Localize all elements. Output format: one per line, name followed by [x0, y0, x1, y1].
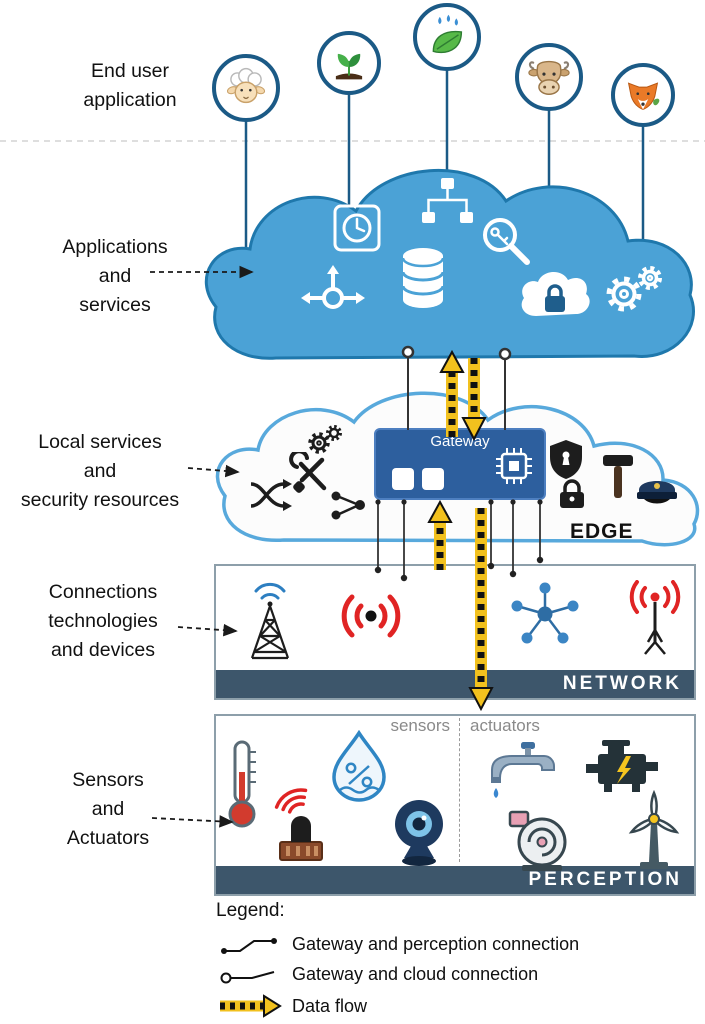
cloud-connection-icon	[220, 971, 275, 984]
end-user-app-seedling	[317, 31, 381, 95]
edge-band-label: EDGE	[570, 520, 634, 543]
end-user-app-sheep	[212, 54, 280, 122]
gateway-box: Gateway	[374, 428, 546, 500]
label-line: technologies	[48, 610, 158, 632]
network-layer-box: NETWORK	[214, 564, 696, 700]
label-line: End user	[90, 60, 170, 82]
thermometer-icon	[228, 740, 256, 828]
end-user-app-fox	[611, 63, 675, 127]
label-line: application	[83, 89, 177, 111]
label-line: services	[79, 294, 151, 316]
seedling-icon	[335, 53, 363, 80]
irrigation-icon	[432, 14, 463, 54]
label-connections: Connections technologies and devices	[18, 578, 188, 665]
share-icon	[331, 491, 365, 520]
hammer-icon	[603, 455, 633, 498]
cloud-lock-icon	[521, 271, 590, 316]
legend-item-label: Gateway and cloud connection	[292, 964, 539, 984]
gears-icon	[606, 266, 662, 312]
label-line: Sensors	[72, 769, 144, 791]
gateway-chip-icon	[496, 448, 532, 484]
label-line: and	[83, 460, 117, 482]
label-line: and	[91, 798, 125, 820]
shuffle-icon	[250, 479, 292, 511]
data-flow-arrow-icon	[220, 994, 282, 1018]
label-line: Connections	[48, 581, 158, 603]
wind-turbine-icon	[628, 790, 680, 869]
tools-icon	[289, 452, 327, 493]
label-end-user: End user application	[55, 57, 205, 115]
network-nodes-icon	[511, 582, 579, 644]
antenna-tower-icon	[250, 582, 290, 660]
label-line: security resources	[20, 489, 180, 511]
gateway-port	[392, 468, 414, 490]
label-applications: Applications and services	[40, 233, 190, 320]
sheep-icon	[226, 67, 266, 104]
label-local-services: Local services and security resources	[5, 428, 195, 515]
actuators-caption: actuators	[470, 716, 540, 735]
label-line: and devices	[50, 639, 156, 661]
police-cap-icon	[637, 481, 677, 504]
gears-icon	[308, 425, 342, 454]
database-icon	[401, 248, 445, 308]
key-search-icon	[483, 218, 530, 265]
label-line: Local services	[38, 431, 162, 453]
gateway-port	[422, 468, 444, 490]
perception-connection-icon	[221, 938, 277, 954]
faucet-icon	[491, 742, 555, 798]
legend-title: Legend:	[216, 900, 285, 921]
label-sensors-actuators: Sensors and Actuators	[48, 766, 168, 853]
perception-band-label: PERCEPTION	[216, 866, 694, 894]
cow-icon	[528, 60, 570, 95]
humidity-icon	[332, 730, 386, 802]
lock-icon	[560, 479, 584, 508]
ir-sensor-icon	[274, 788, 323, 861]
sensors-actuators-divider	[459, 718, 460, 862]
end-user-app-cow	[515, 43, 583, 111]
label-line: Applications	[62, 236, 168, 258]
legend-item-label: Data flow	[292, 996, 368, 1016]
legend-item-label: Gateway and perception connection	[292, 934, 580, 954]
fox-icon	[627, 82, 660, 110]
webcam-icon	[395, 800, 443, 866]
pump-icon	[508, 810, 567, 871]
end-user-app-irrigation	[413, 3, 481, 71]
clock-chart-icon	[333, 204, 381, 252]
radio-antenna-icon	[629, 580, 681, 655]
label-line: Actuators	[66, 827, 150, 849]
routing-arrows-icon	[301, 265, 365, 309]
network-band-label: NETWORK	[216, 670, 694, 698]
sensors-caption: sensors	[390, 716, 450, 735]
shield-icon	[550, 440, 582, 479]
label-line: and	[98, 265, 132, 287]
engine-icon	[586, 740, 658, 792]
radio-waves-icon	[341, 594, 401, 638]
sitemap-icon	[422, 178, 473, 223]
